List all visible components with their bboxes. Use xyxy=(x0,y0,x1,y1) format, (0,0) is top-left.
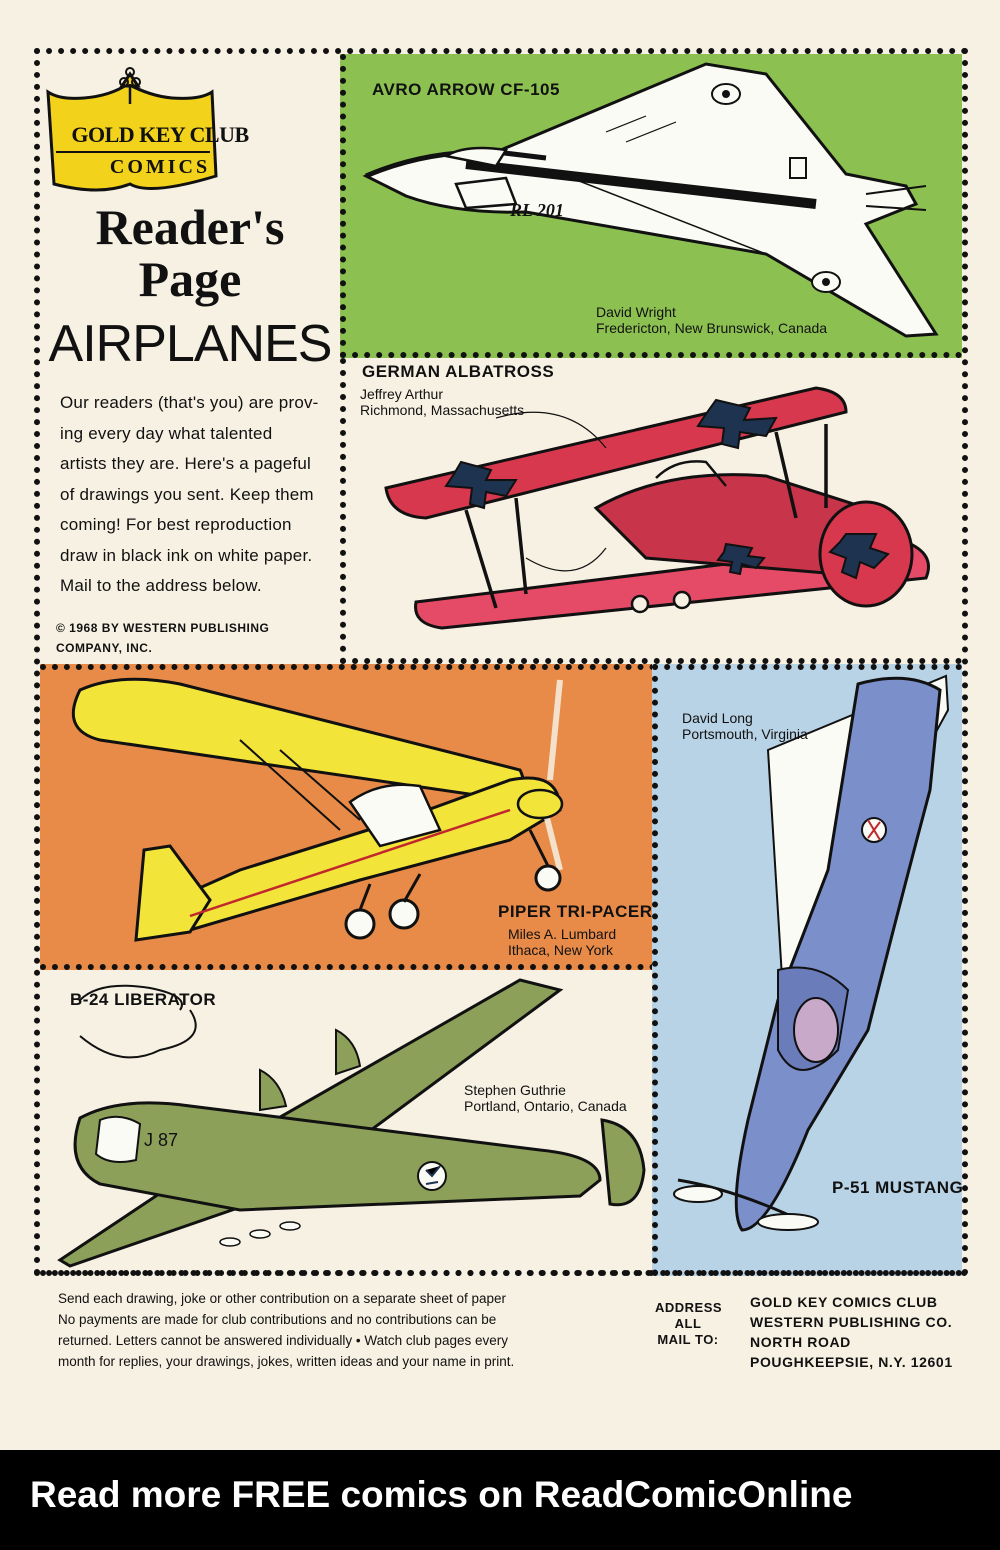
p51-mustang-artist: David Long xyxy=(682,710,753,726)
address-label-line: ALL xyxy=(674,1316,702,1331)
page-title-line2: Page xyxy=(138,251,242,307)
panel-b24-liberator: B-24 LIBERATOR J 87 Stephen Guthrie Port… xyxy=(40,970,652,1276)
avro-arrow-location: Fredericton, New Brunswick, Canada xyxy=(596,320,828,336)
avro-arrow-marking: RL 201 xyxy=(510,200,564,220)
promo-banner[interactable] xyxy=(0,1450,1000,1550)
german-albatross-credit: Jeffrey Arthur Richmond, Massachusetts xyxy=(360,386,524,418)
address-label-line: MAIL TO: xyxy=(657,1332,719,1347)
gold-key-club-logo xyxy=(46,67,218,192)
footer-line: No payments are made for club contributi… xyxy=(58,1312,497,1327)
address-line: POUGHKEEPSIE, N.Y. 12601 xyxy=(750,1354,953,1370)
footer-instructions: Send each drawing, joke or other contrib… xyxy=(58,1288,628,1372)
copyright-notice: © 1968 BY WESTERN PUBLISHING COMPANY, IN… xyxy=(56,618,316,658)
page-title-line1: Reader's xyxy=(95,199,285,255)
german-albatross-artist: Jeffrey Arthur xyxy=(360,386,444,402)
piper-tri-pacer-location: Ithaca, New York xyxy=(508,942,614,958)
p51-mustang-credit: David Long Portsmouth, Virginia xyxy=(682,710,808,742)
logo-line1: GOLD KEY CLUB xyxy=(71,122,249,147)
b24-liberator-marking: J 87 xyxy=(144,1130,179,1150)
intro-line: ing every day what talented xyxy=(60,423,273,443)
address-line: GOLD KEY COMICS CLUB xyxy=(750,1294,938,1310)
p51-mustang-location: Portsmouth, Virginia xyxy=(682,726,808,742)
intro-text: Our readers (that's you) are prov- ing e… xyxy=(60,388,322,602)
german-albatross-drawing xyxy=(384,386,930,630)
german-albatross-title: GERMAN ALBATROSS xyxy=(362,362,555,381)
p51-mustang-title: P-51 MUSTANG xyxy=(832,1178,962,1197)
promo-banner-text[interactable]: Read more FREE comics on ReadComicOnline xyxy=(30,1474,853,1515)
piper-tri-pacer-drawing xyxy=(71,677,564,942)
address-line: NORTH ROAD xyxy=(750,1334,851,1350)
panel-p51-mustang: David Long Portsmouth, Virginia P-51 MUS… xyxy=(652,664,962,1276)
address-label: ADDRESS ALL MAIL TO: xyxy=(655,1300,723,1348)
panel-avro-arrow: AVRO ARROW CF-105 RL 201 David Wright Fr… xyxy=(340,54,962,358)
piper-tri-pacer-credit: Miles A. Lumbard Ithaca, New York xyxy=(508,926,616,958)
avro-arrow-title: AVRO ARROW CF-105 xyxy=(372,80,560,99)
mailing-address: GOLD KEY COMICS CLUB WESTERN PUBLISHING … xyxy=(750,1292,953,1372)
intro-line: draw in black ink on white paper. xyxy=(60,545,313,565)
footer-line: Send each drawing, joke or other contrib… xyxy=(58,1291,507,1306)
logo-line2: COMICS xyxy=(109,156,211,178)
avro-arrow-artist: David Wright xyxy=(596,304,676,320)
b24-liberator-location: Portland, Ontario, Canada xyxy=(464,1098,627,1114)
b24-liberator-credit: Stephen Guthrie Portland, Ontario, Canad… xyxy=(464,1082,627,1114)
intro-line: Mail to the address below. xyxy=(60,576,262,595)
b24-liberator-artist: Stephen Guthrie xyxy=(464,1082,566,1098)
p51-mustang-drawing xyxy=(673,674,950,1232)
address-line: WESTERN PUBLISHING CO. xyxy=(750,1314,953,1330)
piper-tri-pacer-artist: Miles A. Lumbard xyxy=(508,926,617,942)
comic-page: GOLD KEY CLUB COMICS Reader's Page AIRPL… xyxy=(34,48,968,1372)
panel-german-albatross: GERMAN ALBATROSS Jeffrey Arthur Richmond… xyxy=(340,358,962,664)
intro-line: of drawings you sent. Keep them xyxy=(60,484,314,504)
german-albatross-location: Richmond, Massachusetts xyxy=(360,402,525,418)
intro-line: Our readers (that's you) are prov- xyxy=(60,393,319,412)
avro-arrow-credit: David Wright Fredericton, New Brunswick,… xyxy=(596,304,827,336)
footer-line: returned. Letters cannot be answered ind… xyxy=(58,1333,508,1348)
footer-line: month for replies, your drawings, jokes,… xyxy=(58,1354,515,1369)
copyright-line1: © 1968 BY WESTERN PUBLISHING xyxy=(56,621,270,635)
copyright-line2: COMPANY, INC. xyxy=(56,641,153,655)
b24-liberator-title: B-24 LIBERATOR xyxy=(70,990,217,1009)
intro-line: coming! For best reproduction xyxy=(60,515,292,534)
panel-piper-tri-pacer: PIPER TRI-PACER Miles A. Lumbard Ithaca,… xyxy=(40,664,656,970)
page-subtitle: AIRPLANES xyxy=(48,315,333,373)
avro-arrow-drawing xyxy=(362,62,939,338)
b24-liberator-drawing xyxy=(57,978,646,1268)
address-label-line: ADDRESS xyxy=(655,1300,723,1315)
intro-line: artists they are. Here's a pageful xyxy=(60,454,312,473)
piper-tri-pacer-title: PIPER TRI-PACER xyxy=(498,902,653,921)
